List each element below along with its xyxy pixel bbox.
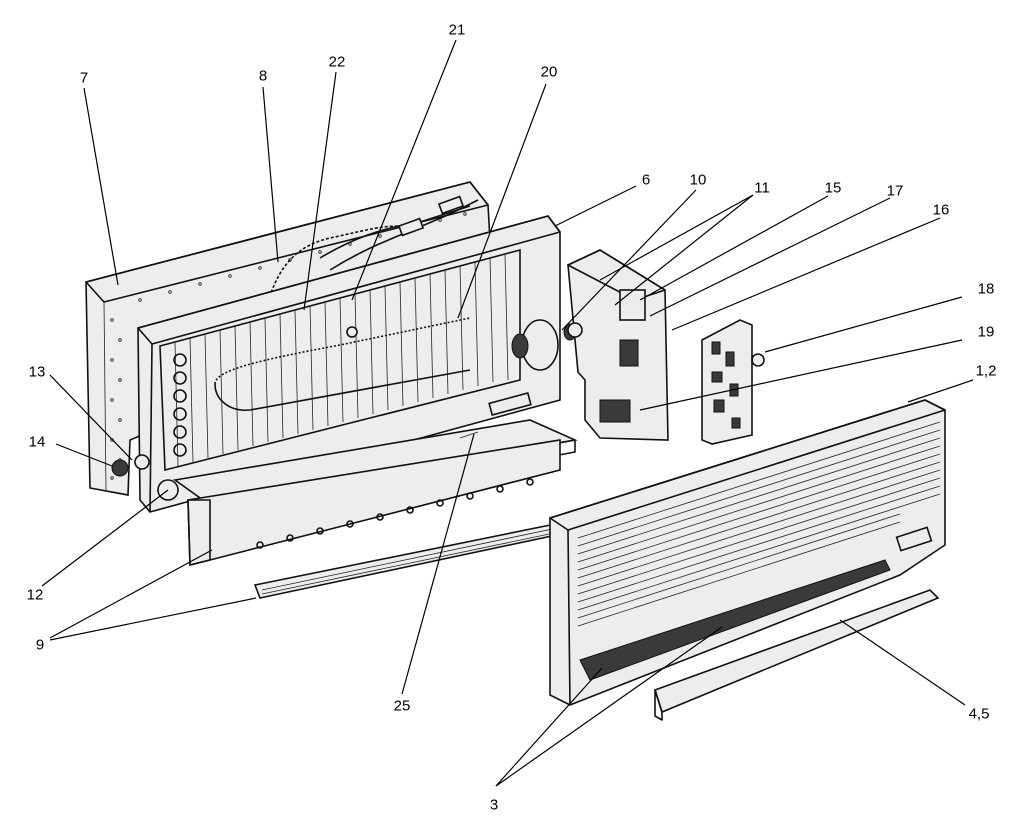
callout-12: 12 [26, 586, 44, 604]
callout-4-5: 4,5 [968, 705, 990, 723]
pcb-board [701, 319, 765, 445]
callout-18: 18 [977, 280, 995, 298]
callout-13: 13 [28, 363, 46, 381]
leader-lines [41, 39, 974, 787]
louver-frame [187, 439, 582, 599]
callout-1-2: 1,2 [975, 362, 997, 380]
callout-10: 10 [689, 171, 707, 189]
pipe-fittings [111, 454, 179, 501]
heating-element [214, 317, 471, 411]
callout-17: 17 [886, 182, 904, 200]
callout-6: 6 [641, 171, 651, 189]
fan-motor [511, 319, 577, 371]
callout-9: 9 [35, 636, 45, 654]
callout-14: 14 [28, 433, 46, 451]
callout-15: 15 [824, 179, 842, 197]
tangential-fan [488, 392, 532, 416]
callout-16: 16 [932, 201, 950, 219]
drain-hose [267, 195, 479, 303]
callout-3: 3 [489, 796, 499, 814]
front-cover [549, 399, 946, 706]
callout-19: 19 [977, 323, 995, 341]
callout-11: 11 [754, 179, 770, 197]
callout-8: 8 [258, 67, 268, 85]
callout-7: 7 [79, 69, 89, 87]
callout-21: 21 [448, 21, 466, 39]
filter-strip [654, 589, 940, 721]
control-box [567, 249, 669, 441]
callout-25: 25 [393, 697, 411, 715]
evaporator-coil [159, 248, 521, 472]
callout-22: 22 [328, 53, 346, 71]
callout-20: 20 [540, 63, 558, 81]
